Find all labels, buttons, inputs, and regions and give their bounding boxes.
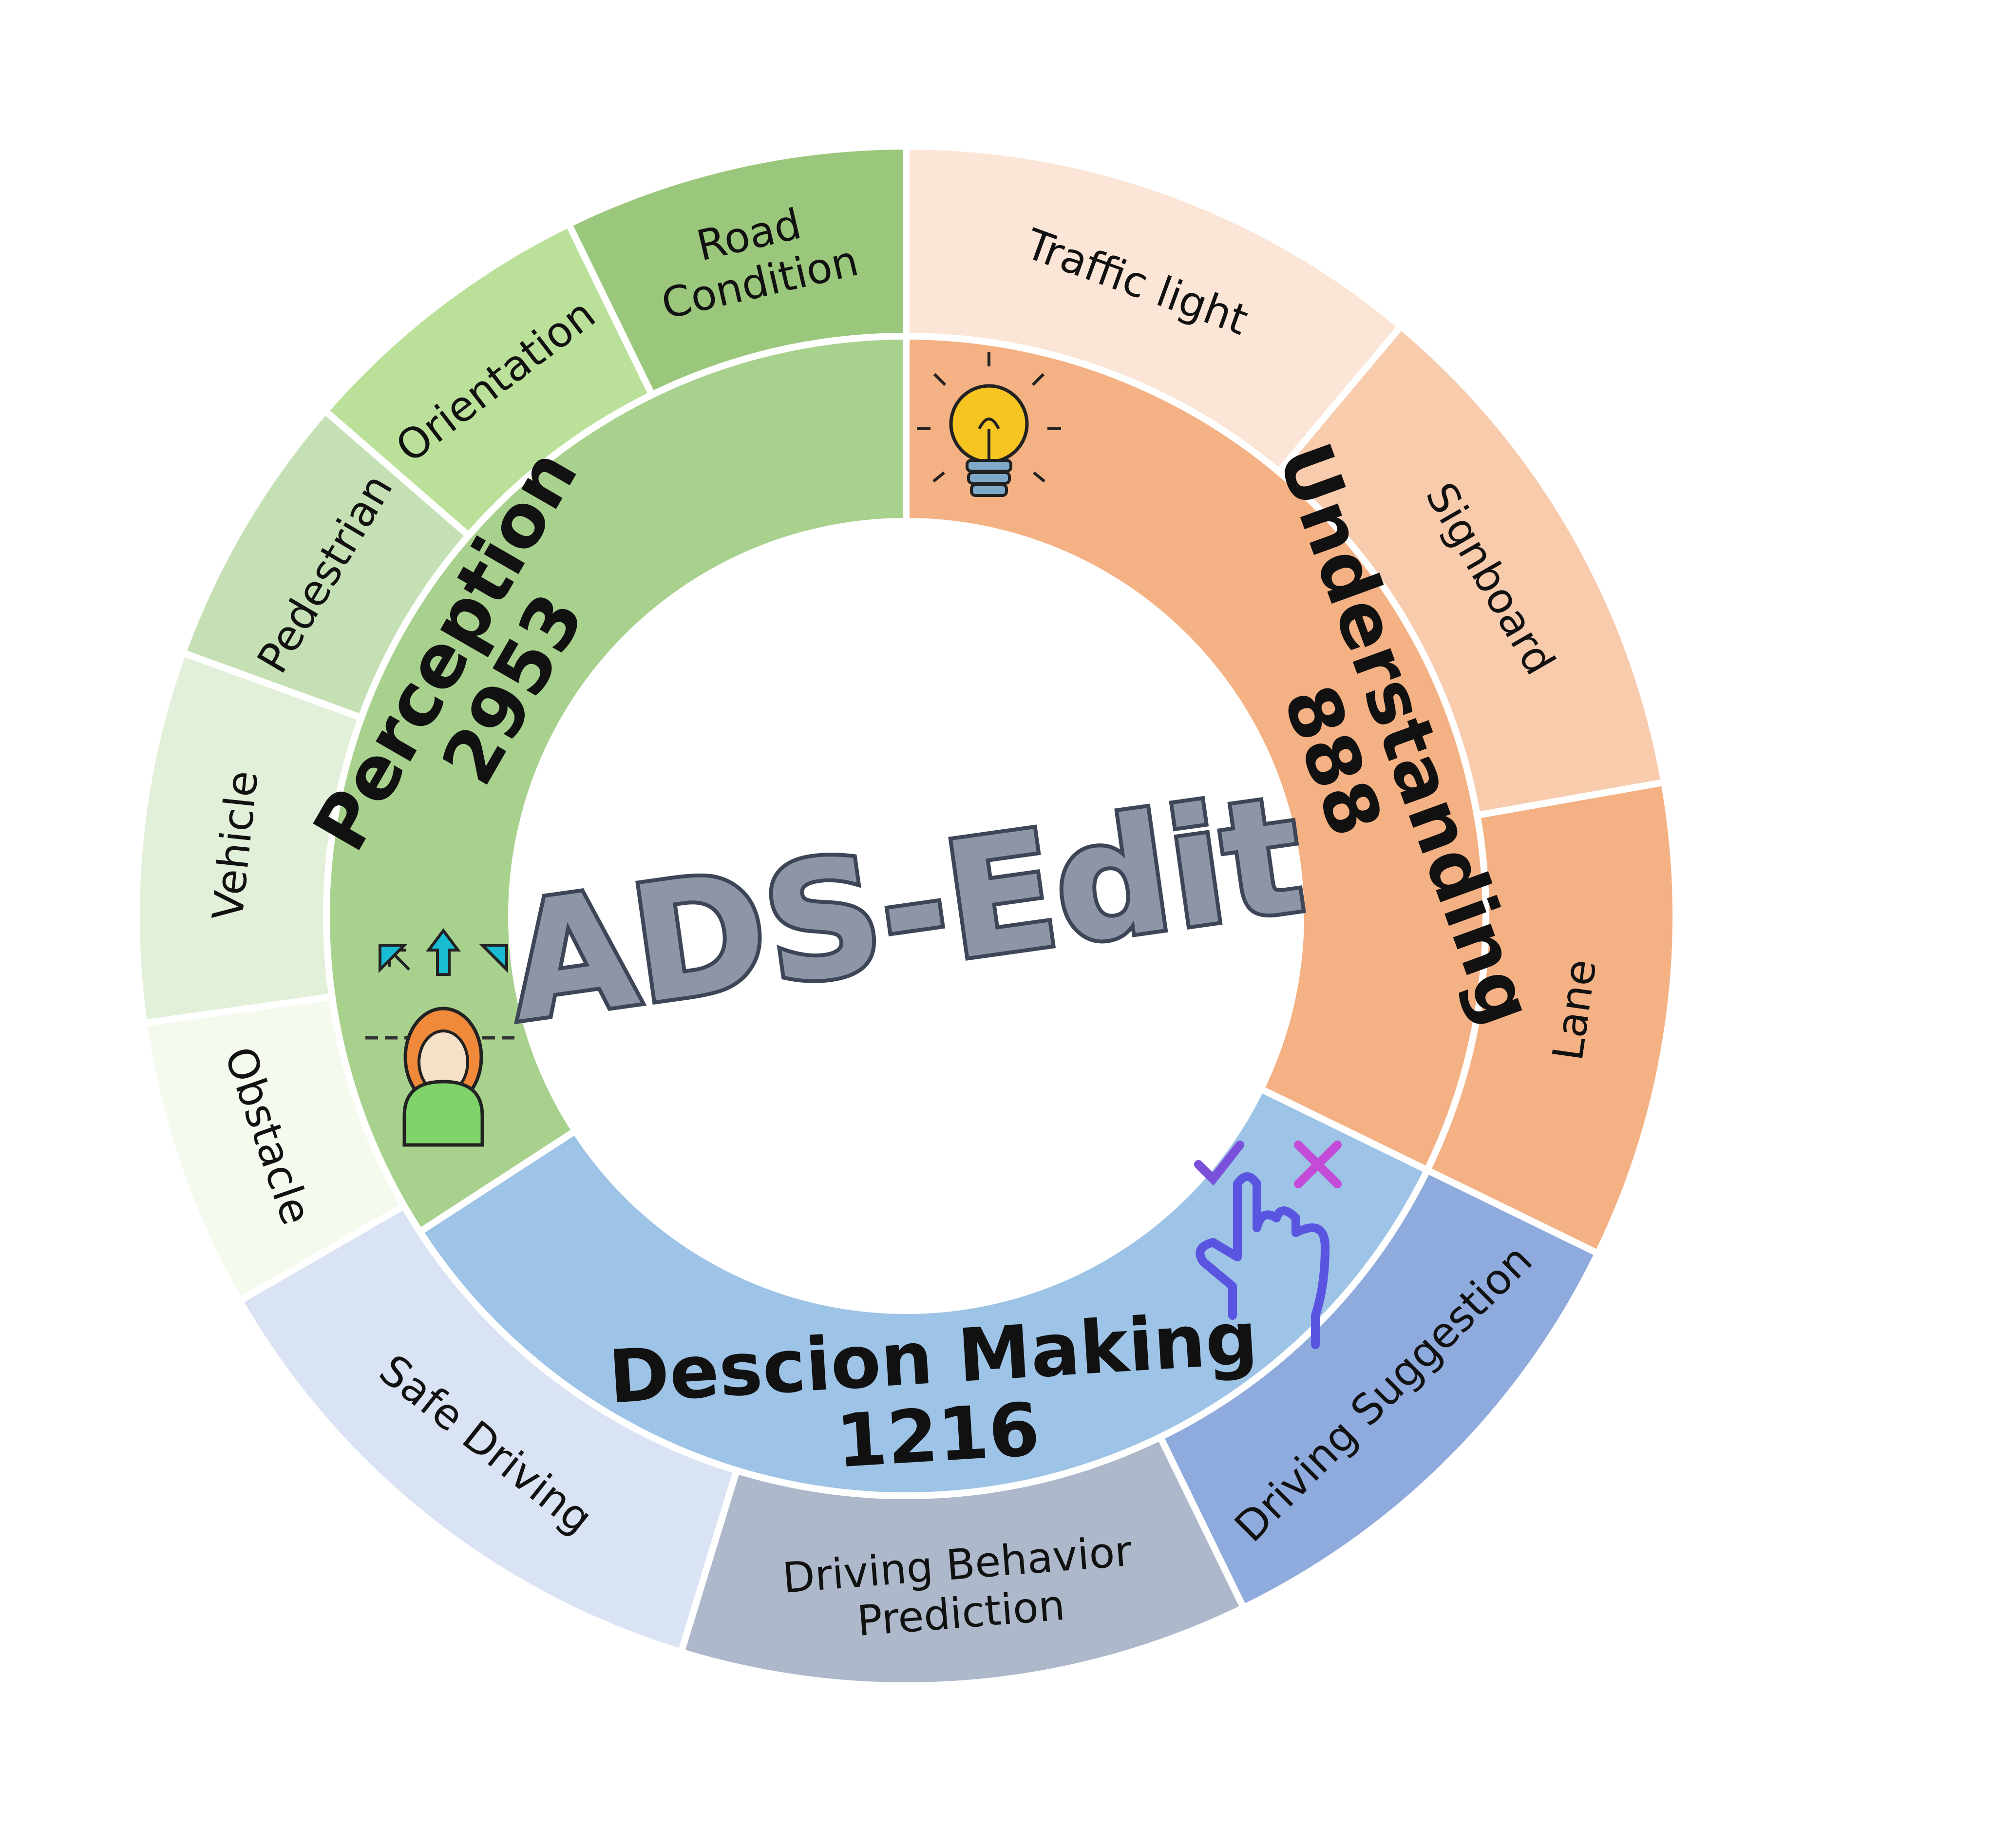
hand-choice-icon xyxy=(1194,1141,1342,1349)
person-directions-icon xyxy=(365,928,521,1147)
inner-segment-decision xyxy=(415,1084,1432,1499)
category-count-decision: 1216 xyxy=(834,1387,1042,1484)
center-title: ADS-Edit xyxy=(497,761,1313,1057)
lightbulb-icon xyxy=(917,352,1061,497)
inner-segment-perception xyxy=(323,332,910,1237)
inner-segment-understanding xyxy=(903,332,1489,1175)
